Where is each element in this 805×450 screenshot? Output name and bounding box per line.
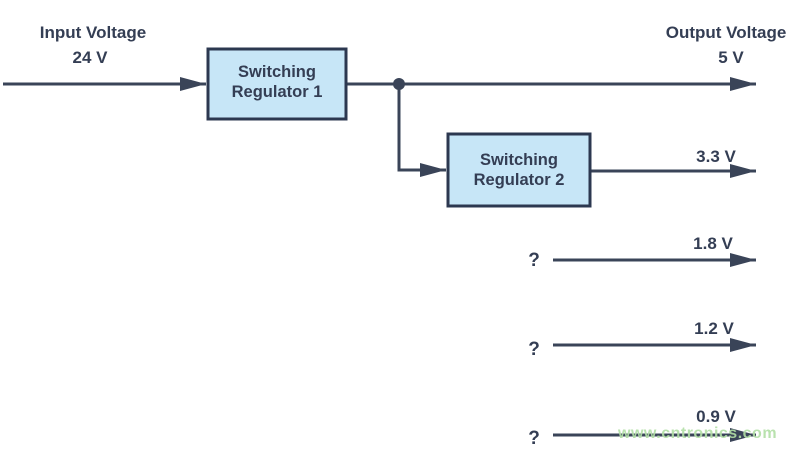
- regulator2-label-line1: Switching: [480, 151, 558, 169]
- regulator2-box: [446, 132, 592, 208]
- rail-voltage-1v2: 1.2 V: [694, 319, 734, 338]
- rail-voltage-0v9: 0.9 V: [696, 407, 736, 426]
- regulator2-label: Switching Regulator 2: [448, 134, 590, 206]
- unknown-source-0v9: ?: [528, 428, 540, 449]
- branch-wire-to-regulator2: [397, 84, 446, 177]
- regulator1-label: Switching Regulator 1: [208, 49, 346, 119]
- unknown-source-1v2: ?: [528, 339, 540, 360]
- junction-dot: [393, 78, 405, 90]
- regulator1-label-line1: Switching: [238, 63, 316, 81]
- rail-voltage-3v3: 3.3 V: [696, 147, 736, 166]
- regulator1-label-line2: Regulator 1: [231, 83, 323, 101]
- input-voltage-label: Input Voltage: [39, 23, 147, 42]
- regulator1-box: [206, 47, 348, 121]
- input-voltage-value: 24 V: [72, 48, 108, 67]
- rail-voltage-1v8: 1.8 V: [693, 234, 733, 253]
- output-voltage-value-5v: 5 V: [718, 48, 744, 67]
- unknown-source-1v8: ?: [528, 250, 540, 271]
- regulator2-label-line2: Regulator 2: [473, 171, 565, 189]
- watermark-text: www.cntronics.com: [618, 425, 778, 442]
- output-voltage-label: Output Voltage: [665, 23, 787, 42]
